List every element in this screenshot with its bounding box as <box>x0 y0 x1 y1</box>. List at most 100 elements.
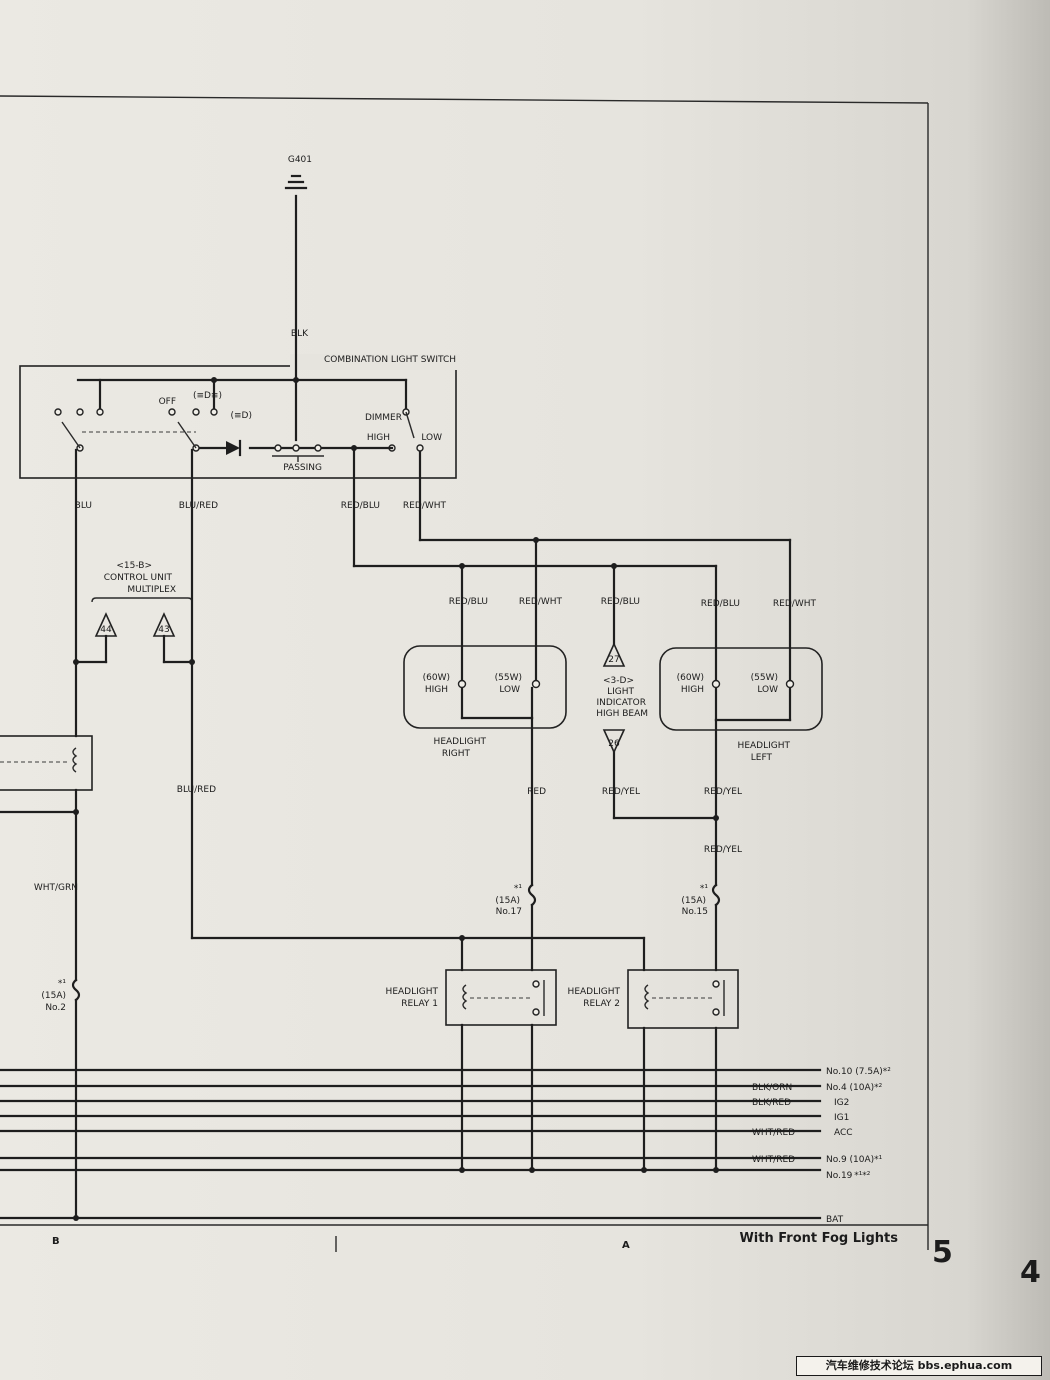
left-red-blu-label: RED/BLU <box>701 599 740 609</box>
left-headlight-outline <box>659 647 823 731</box>
ig2-color-label: BLK/RED <box>752 1098 791 1108</box>
right-headlight-label-2: RIGHT <box>442 749 471 759</box>
relay1-box <box>445 969 557 1026</box>
left-headlight-label-2: LEFT <box>751 753 773 763</box>
relay1-term-b <box>532 1008 540 1016</box>
dimmer-high-label: HIGH <box>367 433 390 443</box>
switch-red-wht-label: RED/WHT <box>403 501 447 511</box>
relay2-box <box>627 969 739 1029</box>
multiplex-ref-43: 43 <box>158 625 169 635</box>
right-high-label: HIGH <box>425 685 448 695</box>
relay1-label-2: RELAY 1 <box>401 999 438 1009</box>
fog-switch-off <box>54 408 62 416</box>
right-headlight-outline <box>403 645 567 729</box>
indicator-ref-27: 27 <box>608 655 619 665</box>
red-yel-label-upper: RED/YEL <box>704 787 742 797</box>
junction-dot <box>713 815 719 821</box>
relay2-term-a <box>712 980 720 988</box>
junction-dot <box>611 563 617 569</box>
ground-label: G401 <box>288 155 312 165</box>
fuse17-label-2: (15A) <box>495 896 520 906</box>
fog-switch-on <box>76 408 84 416</box>
no9-color-label: WHT/RED <box>752 1155 795 1165</box>
main-switch-blade <box>177 421 197 449</box>
fuse2-symbol <box>71 978 81 1002</box>
zone-b-label: B <box>52 1236 60 1247</box>
left-low-label: LOW <box>757 685 778 695</box>
relay2-term-b <box>712 1008 720 1016</box>
left-high-label: HIGH <box>681 685 704 695</box>
main-switch-pos2 <box>210 408 218 416</box>
page-number: 5 <box>932 1235 953 1270</box>
wht-grn-label: WHT/GRN <box>34 883 78 893</box>
ground-g401: BLK G401 <box>284 155 312 382</box>
blk-label: BLK <box>291 329 309 339</box>
passing-terminal-3 <box>314 444 322 452</box>
left-headlight-label-1: HEADLIGHT <box>738 741 791 751</box>
right-low-watt: (55W) <box>495 673 522 683</box>
red-yel-label-lower: RED/YEL <box>704 845 742 855</box>
multiplex-label-1: MULTIPLEX <box>127 585 176 595</box>
fuse2-label-1: *¹ <box>58 979 67 989</box>
multiplex-bracket <box>91 597 193 603</box>
main-switch-off <box>168 408 176 416</box>
dimmer-label: DIMMER <box>365 413 402 423</box>
zone-a-label: A <box>622 1240 630 1251</box>
ig1-label: IG1 <box>834 1113 849 1123</box>
fuse17-symbol <box>527 883 537 907</box>
fog-switch-on2 <box>96 408 104 416</box>
indicator-ref-26: 26 <box>608 739 620 749</box>
forum-watermark: 汽车维修技术论坛 bbs.ephua.com <box>796 1356 1042 1376</box>
fuse15-label-3: No.15 <box>682 907 708 917</box>
multiplex-ref-44: 44 <box>100 625 112 635</box>
fuse2-label-2: (15A) <box>41 991 66 1001</box>
edge-page-number: 4 <box>1020 1255 1041 1290</box>
left-low-watt: (55W) <box>751 673 778 683</box>
no19-label: No.19 *¹*² <box>826 1171 871 1181</box>
no10-label: No.10 (7.5A)*² <box>826 1067 891 1077</box>
acc-color-label: WHT/RED <box>752 1128 795 1138</box>
indicator-label-1: HIGH BEAM <box>596 709 648 719</box>
diode-symbol <box>226 441 240 455</box>
dimmer-low-terminal <box>416 444 424 452</box>
junction-dot <box>73 809 79 815</box>
indicator-label-4: <3-D> <box>603 676 634 686</box>
right-high-watt: (60W) <box>423 673 450 683</box>
left-high-terminal <box>711 679 721 689</box>
left-red-wht-label: RED/WHT <box>773 599 817 609</box>
switch-pos1-label: (≡D) <box>231 411 253 421</box>
passing-terminal-2 <box>292 444 300 452</box>
right-high-terminal <box>457 679 467 689</box>
junction-dot <box>73 1215 79 1221</box>
fuse17-label-1: *¹ <box>514 884 523 894</box>
passing-terminal-1 <box>274 444 282 452</box>
junction-dot <box>459 1167 465 1173</box>
no4-color-label: BLK/ORN <box>752 1083 792 1093</box>
passing-label: PASSING <box>283 463 322 473</box>
dimmer-blade <box>405 411 415 439</box>
switch-pos2-label: (≡D≡) <box>193 391 222 401</box>
junction-dot <box>713 1167 719 1173</box>
red-label: RED <box>527 787 546 797</box>
fuse15-label-2: (15A) <box>681 896 706 906</box>
blu-red-label-lower: BLU/RED <box>177 785 216 795</box>
switch-title-bg <box>290 354 460 370</box>
right-red-wht-label: RED/WHT <box>519 597 563 607</box>
indicator-ref-26-symbol <box>602 729 626 754</box>
bat-label: BAT <box>826 1215 844 1225</box>
right-headlight: (55W) LOW (60W) HIGH HEADLIGHT RIGHT <box>403 645 567 759</box>
fog-switch-blade <box>61 421 81 449</box>
headlight-relay-1: HEADLIGHT RELAY 1 <box>386 969 557 1026</box>
fog-relay-coil <box>72 747 78 773</box>
indicator-ref-27-symbol <box>602 642 626 667</box>
main-switch-pos1 <box>192 408 200 416</box>
right-red-blu-label: RED/BLU <box>449 597 488 607</box>
headlight-relay-2: HEADLIGHT RELAY 2 <box>568 969 739 1029</box>
fuse15-label-1: *¹ <box>700 884 709 894</box>
left-headlight: (55W) LOW (60W) HIGH HEADLIGHT LEFT <box>659 647 823 763</box>
relay1-label-1: HEADLIGHT <box>386 987 439 997</box>
ig2-label: IG2 <box>834 1098 849 1108</box>
left-high-watt: (60W) <box>677 673 704 683</box>
left-low-terminal <box>785 679 795 689</box>
